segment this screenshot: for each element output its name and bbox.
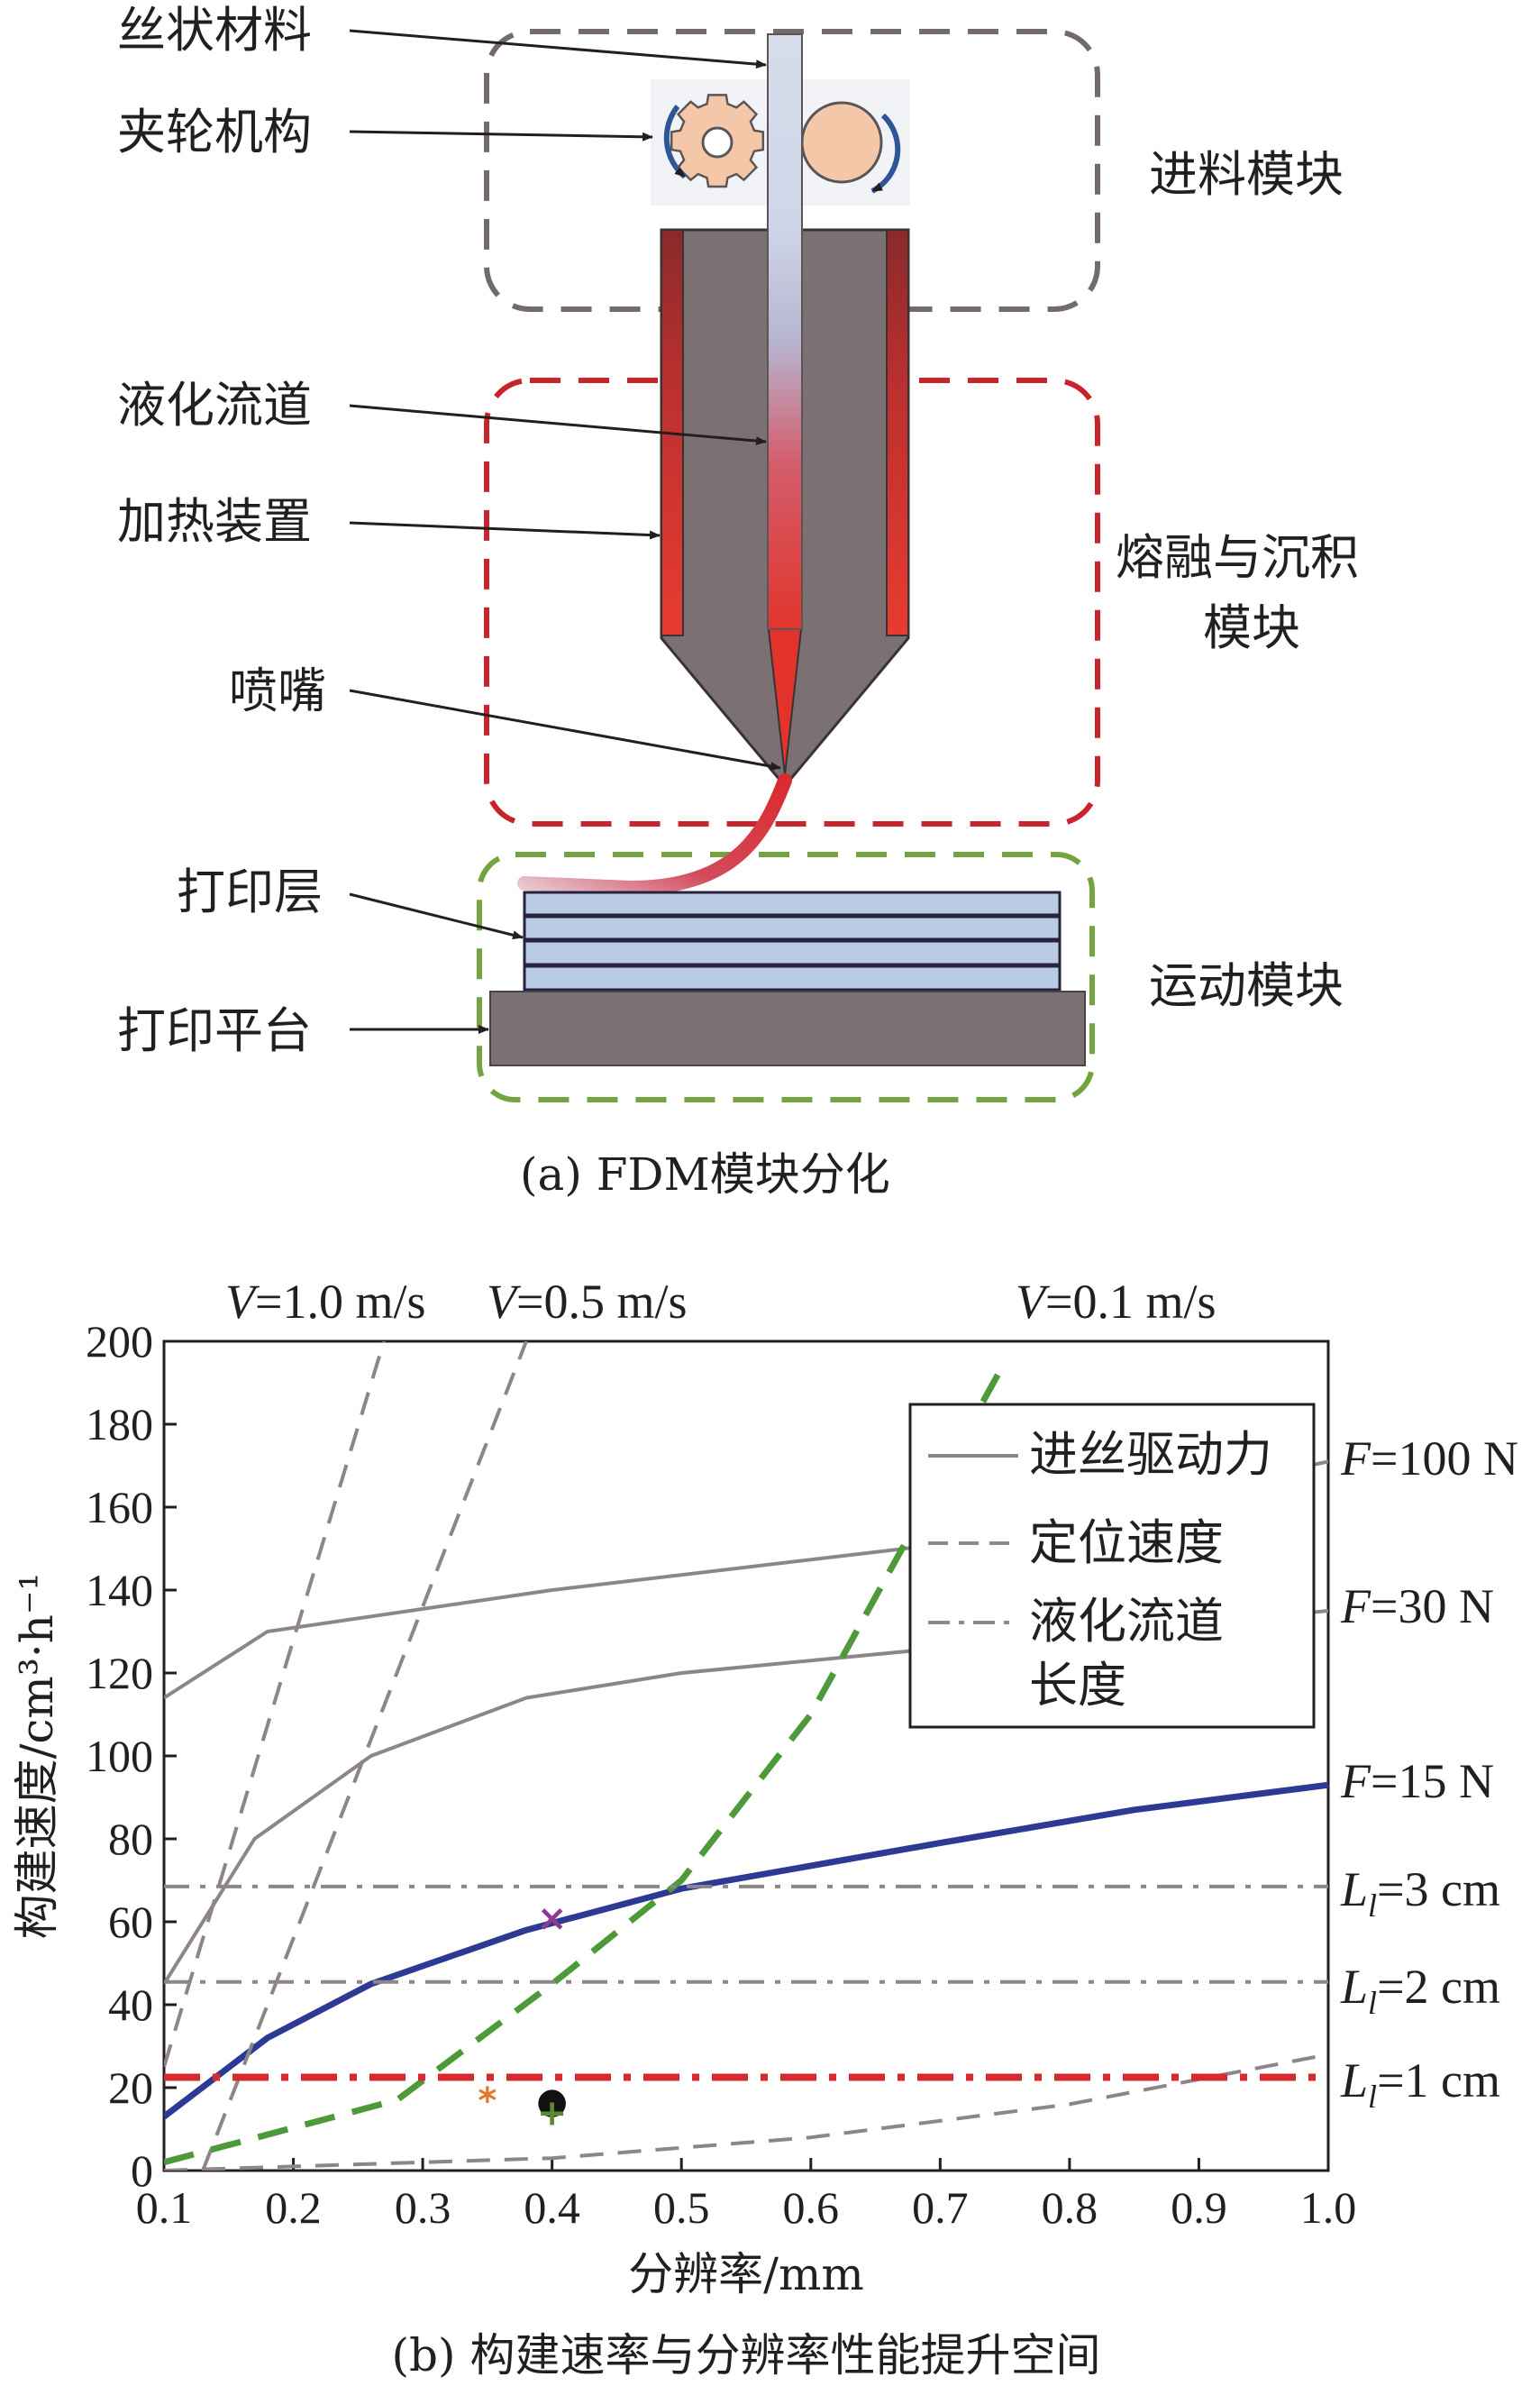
y-tick-label: 60 bbox=[108, 1897, 153, 1947]
x-tick-label: 0.1 bbox=[136, 2182, 193, 2233]
feed-module-box bbox=[484, 29, 1100, 312]
label-pinch-wheel: 夹轮机构 bbox=[117, 104, 312, 160]
module-melt-line2: 模块 bbox=[1203, 599, 1300, 656]
y-tick-label: 120 bbox=[86, 1648, 153, 1698]
fdm-diagram: 丝状材料 夹轮机构 液化流道 加热装置 喷嘴 打印层 打印平台 进料模块 熔融与… bbox=[117, 2, 1359, 1201]
marker-0: × bbox=[537, 1897, 568, 1939]
annot-l2: Ll=2 cm bbox=[1340, 1960, 1500, 2021]
x-tick-label: 0.4 bbox=[524, 2182, 580, 2233]
leader-arrows bbox=[349, 29, 781, 1034]
marker-3: + bbox=[537, 2093, 568, 2135]
y-tick-label: 40 bbox=[108, 1979, 153, 2030]
legend: 进丝驱动力 定位速度 液化流道 长度 bbox=[908, 1403, 1316, 1729]
x-tick-label: 0.9 bbox=[1171, 2182, 1227, 2233]
series-line-3 bbox=[164, 1341, 386, 2068]
y-tick-label: 180 bbox=[86, 1399, 153, 1449]
label-heater: 加热装置 bbox=[117, 493, 312, 550]
y-tick-label: 160 bbox=[86, 1482, 153, 1532]
annot-l1: Ll=1 cm bbox=[1340, 2053, 1500, 2115]
legend-feed-force: 进丝驱动力 bbox=[1029, 1426, 1272, 1483]
x-tick-label: 0.3 bbox=[395, 2182, 451, 2233]
label-nozzle: 喷嘴 bbox=[229, 663, 326, 719]
label-print-layer: 打印层 bbox=[177, 864, 323, 920]
label-filament: 丝状材料 bbox=[117, 2, 312, 59]
extruded-strand bbox=[517, 773, 792, 896]
y-axis-label: 构建速度/cm³·h⁻¹ bbox=[11, 1573, 63, 1940]
series-line-2 bbox=[164, 1781, 1328, 2119]
legend-position-speed: 定位速度 bbox=[1029, 1514, 1224, 1571]
annot-l3: Ll=3 cm bbox=[1340, 1862, 1500, 1924]
filament bbox=[767, 33, 803, 630]
annot-v05: V=0.5 m/s bbox=[487, 1275, 687, 1329]
marker-1: * bbox=[478, 2080, 497, 2122]
module-melt-line1: 熔融与沉积 bbox=[1116, 529, 1359, 586]
print-layers bbox=[523, 891, 1062, 992]
caption-b: (b) 构建速率与分辨率性能提升空间 bbox=[392, 2329, 1101, 2381]
print-platform bbox=[489, 991, 1086, 1066]
marker-2: ● bbox=[536, 2080, 568, 2122]
legend-liquefier-length: 液化流道 bbox=[1029, 1593, 1224, 1650]
hot-end bbox=[660, 33, 910, 789]
module-motion: 运动模块 bbox=[1149, 957, 1344, 1014]
x-tick-label: 1.0 bbox=[1300, 2182, 1357, 2233]
annot-f100: F=100 N bbox=[1340, 1431, 1518, 1486]
label-liquefier-channel: 液化流道 bbox=[117, 377, 312, 434]
legend-liquefier-length-2: 长度 bbox=[1029, 1657, 1126, 1714]
y-tick-label: 20 bbox=[108, 2062, 153, 2113]
markers: × * ●+ bbox=[478, 1897, 568, 2134]
label-print-platform: 打印平台 bbox=[117, 1002, 312, 1059]
ticks: 0.1 0.2 0.3 0.4 0.5 0.6 0.7 0.8 0.9 1.0 0 20 40 60 80 1… bbox=[86, 1316, 1356, 2233]
annot-f30: F=30 N bbox=[1340, 1579, 1494, 1633]
x-tick-label: 0.6 bbox=[783, 2182, 840, 2233]
annot-v1: V=1.0 m/s bbox=[225, 1275, 425, 1329]
y-tick-label: 0 bbox=[131, 2145, 153, 2196]
y-tick-label: 140 bbox=[86, 1565, 153, 1615]
series-line-6 bbox=[164, 2052, 1328, 2171]
annot-f15: F=15 N bbox=[1340, 1754, 1494, 1808]
x-tick-label: 0.7 bbox=[912, 2182, 969, 2233]
annot-v01: V=0.1 m/s bbox=[1016, 1275, 1216, 1329]
module-feed: 进料模块 bbox=[1149, 146, 1344, 203]
y-tick-label: 80 bbox=[108, 1814, 153, 1864]
series-line-4 bbox=[201, 1341, 528, 2171]
x-tick-label: 0.2 bbox=[265, 2182, 322, 2233]
heater-right bbox=[886, 229, 909, 636]
series-line-5 bbox=[164, 1360, 1008, 2166]
motion-module-box bbox=[477, 852, 1095, 1102]
y-tick-label: 200 bbox=[86, 1316, 153, 1367]
chart-b: 0.1 0.2 0.3 0.4 0.5 0.6 0.7 0.8 0.9 1.0 0 20 40 60 80 1… bbox=[11, 1275, 1518, 2381]
x-tick-label: 0.5 bbox=[653, 2182, 710, 2233]
caption-a: (a) FDM模块分化 bbox=[520, 1148, 890, 1201]
x-tick-label: 0.8 bbox=[1042, 2182, 1098, 2233]
x-axis-label: 分辨率/mm bbox=[628, 2248, 864, 2300]
y-tick-label: 100 bbox=[86, 1731, 153, 1781]
